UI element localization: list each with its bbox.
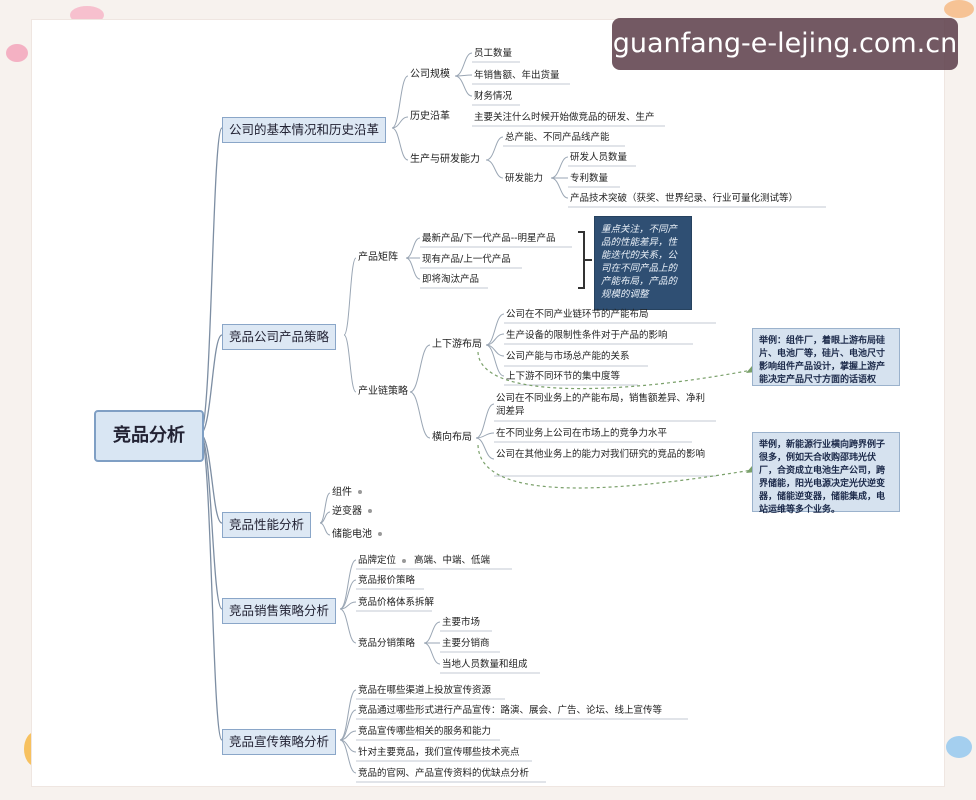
leaf-financials[interactable]: 财务情况: [474, 91, 513, 102]
branch-sales-strategy[interactable]: 竞品销售策略分析: [222, 598, 337, 624]
leaf-updown-item[interactable]: 公司产能与市场总产能的关系: [506, 351, 630, 362]
node-horizontal-layout[interactable]: 横向布局: [432, 432, 472, 443]
watermark-banner: guanfang-e-lejing.com.cn: [612, 18, 958, 70]
leaf-battery[interactable]: 储能电池: [332, 528, 382, 542]
node-rd-capability[interactable]: 研发能力: [505, 173, 544, 184]
branch-product-strategy[interactable]: 竞品公司产品策略: [222, 324, 337, 350]
decoration-orange-blob: [944, 0, 974, 18]
decoration-pink-blob: [6, 44, 28, 62]
branch-performance[interactable]: 竞品性能分析: [222, 512, 312, 538]
leaf-promotion-item[interactable]: 竞品的官网、产品宣传资料的优缺点分析: [358, 768, 530, 779]
branch-promotion-strategy[interactable]: 竞品宣传策略分析: [222, 729, 337, 755]
leaf-inverter[interactable]: 逆变器: [332, 505, 372, 519]
leaf-main-distributor[interactable]: 主要分销商: [442, 638, 490, 649]
leaf-horizontal-item[interactable]: 公司在其他业务上的能力对我们研究的竞品的影响: [496, 449, 706, 460]
leaf-history-focus[interactable]: 主要关注什么时候开始做竞品的研发、生产: [474, 112, 655, 123]
leaf-updown-item[interactable]: 生产设备的限制性条件对于产品的影响: [506, 330, 668, 341]
leaf-current-product[interactable]: 现有产品/上一代产品: [422, 254, 511, 265]
leaf-updown-item[interactable]: 公司在不同产业链环节的产能布局: [506, 309, 649, 320]
node-industry-chain[interactable]: 产业链策略: [358, 386, 408, 397]
leaf-tech-breakthrough[interactable]: 产品技术突破（获奖、世界纪录、行业可量化测试等）: [570, 193, 799, 204]
note-updown-example[interactable]: 举例：组件厂，着眼上游布局硅片、电池厂等，硅片、电池尺寸影响组件产品设计，掌握上…: [752, 328, 900, 386]
leaf-promotion-item[interactable]: 针对主要竞品，我们宣传哪些技术亮点: [358, 747, 520, 758]
node-distribution[interactable]: 竞品分销策略: [358, 638, 416, 649]
root-node[interactable]: 竞品分析: [94, 410, 204, 462]
leaf-updown-item[interactable]: 上下游不同环节的集中度等: [506, 371, 621, 382]
node-product-matrix[interactable]: 产品矩阵: [358, 252, 398, 263]
leaf-patents[interactable]: 专利数量: [570, 173, 609, 184]
leaf-annual-sales[interactable]: 年销售额、年出货量: [474, 70, 560, 81]
leaf-price-system[interactable]: 竞品价格体系拆解: [358, 597, 435, 608]
node-brand-positioning[interactable]: 品牌定位高端、中端、低端: [358, 555, 491, 566]
leaf-newest-product[interactable]: 最新产品/下一代产品--明星产品: [422, 233, 556, 244]
node-updown-layout[interactable]: 上下游布局: [432, 339, 482, 350]
leaf-main-market[interactable]: 主要市场: [442, 617, 481, 628]
leaf-promotion-item[interactable]: 竞品在哪些渠道上投放宣传资源: [358, 685, 492, 696]
leaf-horizontal-item[interactable]: 在不同业务上公司在市场上的竞争力水平: [496, 428, 668, 439]
node-company-scale[interactable]: 公司规模: [410, 69, 450, 80]
mindmap-canvas: [32, 20, 944, 786]
leaf-retiring-product[interactable]: 即将淘汰产品: [422, 274, 480, 285]
leaf-horizontal-item[interactable]: 公司在不同业务上的产能布局，销售额差异、净利润差异: [496, 393, 706, 417]
leaf-pricing-strategy[interactable]: 竞品报价策略: [358, 575, 416, 586]
leaf-rd-staff[interactable]: 研发人员数量: [570, 152, 628, 163]
note-horizontal-example[interactable]: 举例，新能源行业横向跨界例子很多，例如天合收购邵玮光伏厂，合资成立电池生产公司，…: [752, 432, 900, 515]
note-matrix-focus[interactable]: 重点关注，不同产品的性能差异，性能迭代的关系，公司在不同产品上的产能布局，产品的…: [594, 216, 692, 310]
decoration-pink-blob: [70, 6, 104, 24]
leaf-promotion-item[interactable]: 竞品宣传哪些相关的服务和能力: [358, 726, 492, 737]
decoration-blue-blob: [946, 736, 972, 758]
leaf-capacity[interactable]: 总产能、不同产品线产能: [505, 132, 610, 143]
leaf-promotion-item[interactable]: 竞品通过哪些形式进行产品宣传：路演、展会、广告、论坛、线上宣传等: [358, 705, 663, 716]
leaf-employees[interactable]: 员工数量: [474, 48, 513, 59]
leaf-local-staff[interactable]: 当地人员数量和组成: [442, 659, 528, 670]
node-history[interactable]: 历史沿革: [410, 111, 450, 122]
branch-company-basics[interactable]: 公司的基本情况和历史沿革: [222, 117, 387, 143]
leaf-module[interactable]: 组件: [332, 486, 362, 500]
node-production-rd[interactable]: 生产与研发能力: [410, 154, 480, 165]
